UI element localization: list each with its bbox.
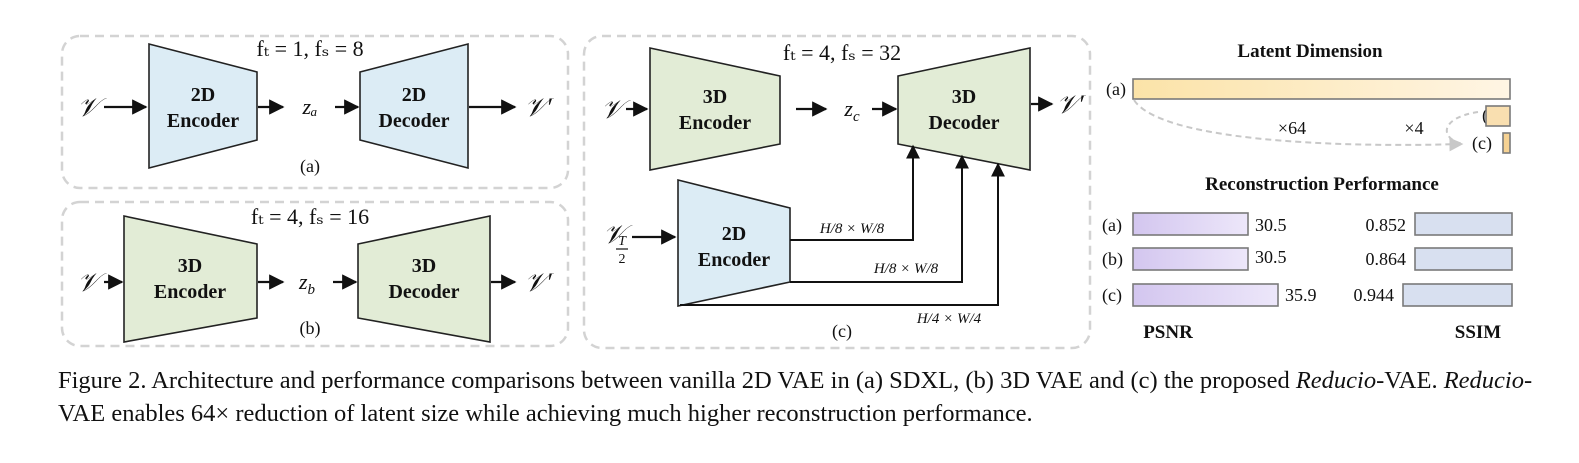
panel-b-encoder-line1: 3D bbox=[178, 255, 202, 277]
latent-dimension-chart: Latent Dimension (a) (b) (c) ×64 ×4 bbox=[1106, 41, 1511, 154]
latent-bar-a bbox=[1132, 78, 1511, 100]
psnr-value-b: 30.5 bbox=[1255, 247, 1287, 267]
latent-dimension-title: Latent Dimension bbox=[1237, 41, 1383, 62]
caption-part-3: -VAE enables 64× reduction of latent siz… bbox=[58, 367, 1533, 427]
panel-c-output: 𝒱′ bbox=[1056, 90, 1086, 119]
panel-a-decoder-line1: 2D bbox=[402, 84, 426, 106]
ssim-label: SSIM bbox=[1455, 322, 1502, 343]
ssim-value-b: 0.864 bbox=[1366, 249, 1407, 269]
panel-b-border bbox=[60, 200, 570, 348]
latent-row-c-label: (c) bbox=[1472, 133, 1492, 154]
latent-arrow-bc bbox=[1446, 111, 1479, 145]
ssim-bar-b bbox=[1414, 247, 1513, 271]
panel-c-skip-3-label: H/4 × W/4 bbox=[916, 311, 982, 327]
psnr-value-a: 30.5 bbox=[1255, 215, 1287, 235]
panel-c: fₜ = 4, fₛ = 32 𝒱 3D Encoder zc 3D Decod… bbox=[582, 34, 1092, 350]
panel-c-decoder-line1: 3D bbox=[952, 86, 976, 108]
panel-a-output: 𝒱′ bbox=[524, 93, 554, 122]
panel-a-label: (a) bbox=[300, 156, 320, 177]
panel-c-2d-encoder-line1: 2D bbox=[722, 223, 746, 245]
panel-a-latent: zₐ bbox=[302, 94, 318, 119]
latent-arrow-total bbox=[1133, 99, 1464, 152]
latent-ratio-total: ×64 bbox=[1278, 118, 1306, 138]
ssim-value-a: 0.852 bbox=[1366, 215, 1407, 235]
panel-a-factors: fₜ = 1, fₛ = 8 bbox=[256, 36, 363, 61]
panel-a-decoder-shape bbox=[359, 42, 469, 170]
panel-c-skip-2 bbox=[790, 154, 969, 283]
panel-b-label: (b) bbox=[300, 318, 321, 339]
panel-a: fₜ = 1, fₛ = 8 𝒱 2D Encoder zₐ 2D Decode… bbox=[60, 34, 570, 190]
latent-row-a-label: (a) bbox=[1106, 79, 1126, 100]
panel-c-skip-1 bbox=[790, 144, 920, 241]
panel-c-skip-2-label: H/8 × W/8 bbox=[873, 261, 939, 277]
recon-row-c-label: (c) bbox=[1102, 285, 1122, 306]
panel-c-border bbox=[582, 34, 1092, 350]
panel-c-label: (c) bbox=[832, 321, 852, 342]
caption-italic-2: Reducio bbox=[1443, 367, 1524, 394]
caption-italic-1: Reducio bbox=[1295, 367, 1377, 394]
panel-c-frame-sub-top: T bbox=[618, 234, 627, 249]
panel-a-encoder-line2: Encoder bbox=[167, 110, 239, 132]
panel-b-encoder-line2: Encoder bbox=[154, 281, 226, 303]
panel-b-latent: zb bbox=[298, 269, 316, 298]
panel-c-encoder-shape bbox=[649, 47, 781, 171]
panel-a-encoder-shape bbox=[148, 42, 258, 170]
panel-c-2d-encoder-line2: Encoder bbox=[698, 249, 770, 271]
reconstruction-title: Reconstruction Performance bbox=[1205, 174, 1439, 195]
panel-a-input: 𝒱 bbox=[77, 93, 107, 122]
ssim-value-c: 0.944 bbox=[1354, 285, 1395, 305]
panel-b-encoder-shape bbox=[123, 215, 258, 343]
panel-b-input: 𝒱 bbox=[77, 268, 107, 297]
panel-b-decoder-shape bbox=[357, 215, 491, 343]
panel-c-latent: zc bbox=[843, 96, 860, 125]
recon-row-b-label: (b) bbox=[1102, 249, 1123, 270]
psnr-label: PSNR bbox=[1143, 322, 1193, 343]
psnr-bar-c bbox=[1132, 283, 1279, 307]
psnr-value-c: 35.9 bbox=[1285, 285, 1317, 305]
panel-c-encoder-line2: Encoder bbox=[679, 112, 751, 134]
architecture-figure: fₜ = 1, fₛ = 8 𝒱 2D Encoder zₐ 2D Decode… bbox=[60, 34, 1513, 350]
panel-c-skip-3 bbox=[680, 162, 1005, 306]
caption-part-1: Figure 2. Architecture and performance c… bbox=[58, 367, 1296, 394]
panel-b-output: 𝒱′ bbox=[524, 268, 554, 297]
panel-b: fₜ = 4, fₛ = 16 𝒱 3D Encoder zb 3D Decod… bbox=[60, 200, 570, 348]
recon-row-a-label: (a) bbox=[1102, 215, 1122, 236]
panel-a-encoder-line1: 2D bbox=[191, 84, 215, 106]
latent-ratio-bc: ×4 bbox=[1404, 118, 1423, 138]
panel-c-frame-input: 𝒱 T 2 bbox=[603, 220, 633, 267]
panel-c-encoder-line1: 3D bbox=[703, 86, 727, 108]
panel-c-decoder-line2: Decoder bbox=[928, 112, 999, 134]
panel-c-skip-1-label: H/8 × W/8 bbox=[819, 221, 885, 237]
ssim-bar-a bbox=[1414, 212, 1513, 236]
reconstruction-chart: Reconstruction Performance (a) 30.5 0.85… bbox=[1102, 174, 1513, 343]
panel-a-border bbox=[60, 34, 570, 190]
latent-bar-b bbox=[1485, 105, 1511, 127]
caption-part-2: -VAE. bbox=[1376, 367, 1444, 394]
panel-b-decoder-line2: Decoder bbox=[388, 281, 459, 303]
panel-c-decoder-shape bbox=[897, 47, 1031, 171]
panel-b-factors: fₜ = 4, fₛ = 16 bbox=[251, 204, 369, 229]
latent-bar-c bbox=[1502, 132, 1511, 154]
panel-c-factors: fₜ = 4, fₛ = 32 bbox=[783, 40, 901, 65]
panel-c-frame-sub-bottom: 2 bbox=[619, 252, 626, 267]
figure-caption: Figure 2. Architecture and performance c… bbox=[58, 364, 1538, 430]
panel-a-decoder-line2: Decoder bbox=[378, 110, 449, 132]
psnr-bar-b bbox=[1132, 247, 1249, 271]
psnr-bar-a bbox=[1132, 212, 1249, 236]
panel-b-decoder-line1: 3D bbox=[412, 255, 436, 277]
ssim-bar-c bbox=[1402, 283, 1513, 307]
